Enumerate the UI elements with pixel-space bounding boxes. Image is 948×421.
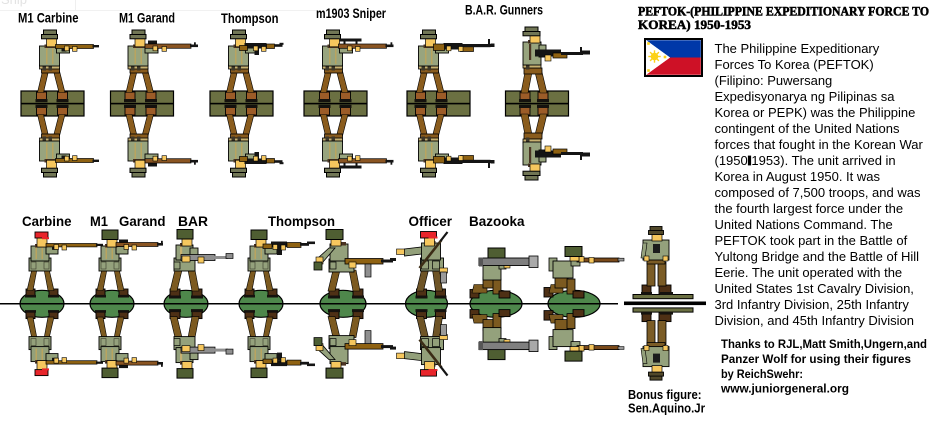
- svg-text:Panzer Wolf for using their fi: Panzer Wolf for using their figures: [721, 352, 911, 366]
- svg-text:Expedisyonarya ng Pilipinas sa: Expedisyonarya ng Pilipinas sa: [715, 89, 896, 104]
- svg-text:M1: M1: [90, 214, 108, 229]
- svg-text:Korea or PEPK) was the Philipp: Korea or PEPK) was the Philippine: [715, 105, 916, 120]
- svg-text:Officer: Officer: [409, 214, 453, 229]
- svg-text:Bazooka: Bazooka: [469, 214, 525, 229]
- svg-text:3rd Infantry Division, 25th In: 3rd Infantry Division, 25th Infantry: [715, 297, 910, 312]
- svg-text:composed of 7,500 troops, and: composed of 7,500 troops, and was: [715, 185, 921, 200]
- svg-text:(Filipino: Puwersang: (Filipino: Puwersang: [715, 73, 833, 88]
- svg-text:M1 Garand: M1 Garand: [119, 10, 175, 25]
- svg-text:KOREA) 1950-1953: KOREA) 1950-1953: [638, 17, 751, 32]
- svg-text:M1 Carbine: M1 Carbine: [18, 10, 79, 25]
- svg-text:BAR: BAR: [178, 214, 208, 229]
- svg-text:United States 1st Cavalry Divi: United States 1st Cavalry Division,: [715, 281, 914, 296]
- svg-text:contingent of the United Natio: contingent of the United Nations: [715, 121, 901, 136]
- svg-text:Garand: Garand: [119, 214, 166, 229]
- svg-text:Yultong Bridge and the Battle: Yultong Bridge and the Battle of Hill: [715, 249, 920, 264]
- svg-text:Snip: Snip: [1, 0, 27, 7]
- svg-text:Thanks to RJL,Matt Smith,Unger: Thanks to RJL,Matt Smith,Ungern,and: [721, 337, 927, 351]
- svg-text:Forces To Korea (PEFTOK): Forces To Korea (PEFTOK): [715, 57, 874, 72]
- svg-text:United Nations Command. The: United Nations Command. The: [715, 217, 893, 232]
- svg-text:Thompson: Thompson: [221, 11, 279, 26]
- svg-text:Division, and 45th Infantry Di: Division, and 45th Infantry Division: [715, 313, 914, 328]
- svg-text:Thompson: Thompson: [268, 214, 335, 229]
- svg-text:Carbine: Carbine: [22, 214, 72, 229]
- svg-text:Bonus figure:: Bonus figure:: [628, 388, 702, 402]
- svg-text:Eerie. The unit operated with: Eerie. The unit operated with the: [715, 265, 903, 280]
- svg-text:by ReichSwehr:: by ReichSwehr:: [721, 367, 803, 381]
- svg-text:PEFTOK took part in the Battle: PEFTOK took part in the Battle of: [715, 233, 908, 248]
- svg-text:m1903 Sniper: m1903 Sniper: [316, 6, 387, 21]
- svg-text:The Philippine Expeditionary: The Philippine Expeditionary: [715, 41, 880, 56]
- svg-text:PEFTOK-(PHILIPPINE EXPEDITIONA: PEFTOK-(PHILIPPINE EXPEDITIONARY FORCE T…: [638, 4, 929, 19]
- svg-text:B.A.R. Gunners: B.A.R. Gunners: [465, 3, 543, 18]
- svg-text:Sen.Aquino.Jr: Sen.Aquino.Jr: [628, 401, 705, 415]
- svg-text:(1950 1953). The unit arrived: (1950 1953). The unit arrived in: [715, 153, 896, 168]
- svg-text:forces that fought in the Kore: forces that fought in the Korean War: [715, 137, 924, 152]
- svg-text:the fourth largest force under: the fourth largest force under the: [715, 201, 904, 216]
- svg-text:Korea in August 1950. It was: Korea in August 1950. It was: [715, 169, 881, 184]
- svg-text:www.juniorgeneral.org: www.juniorgeneral.org: [720, 382, 849, 396]
